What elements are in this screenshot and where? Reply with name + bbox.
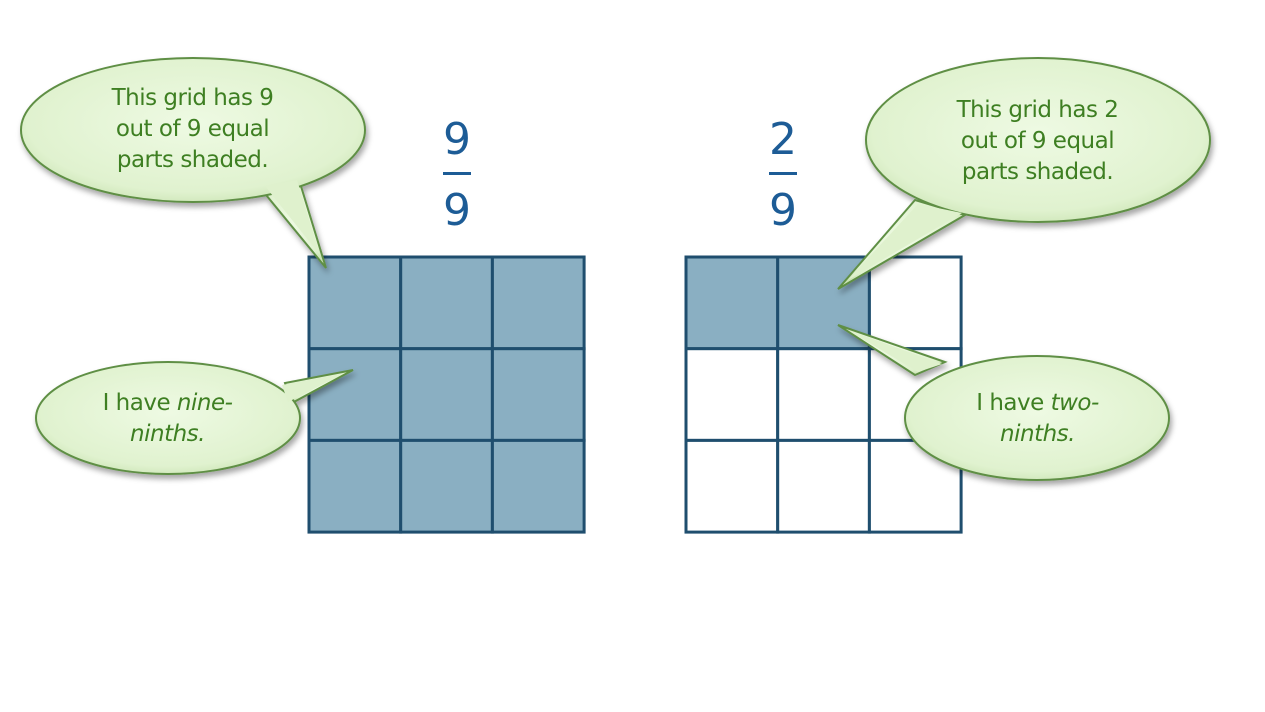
grid-cell-shaded: [399, 438, 494, 534]
grid-cell-shaded: [307, 347, 403, 442]
italic-text: ninths.: [1000, 421, 1075, 447]
speech-bubble-right-bottom: [837, 324, 1170, 481]
text-line: This grid has 9: [111, 85, 274, 111]
grid-cell-shaded: [490, 438, 586, 534]
italic-text: two-: [1050, 390, 1100, 416]
grid-cell-empty: [776, 347, 871, 442]
text-line: This grid has 2: [956, 97, 1119, 123]
grid-two-ninths: [684, 255, 963, 534]
fraction-right: 2 9: [753, 118, 813, 233]
grid-nine-ninths: [307, 255, 586, 534]
text: I have: [102, 390, 177, 416]
bubble-text-right-top: This grid has 2 out of 9 equal parts sha…: [905, 95, 1170, 188]
grid-cell-shaded: [399, 255, 494, 351]
text-line: parts shaded.: [116, 147, 269, 173]
denominator: 9: [769, 185, 797, 236]
text-line: out of 9 equal: [960, 128, 1115, 154]
grid-cell-empty: [867, 438, 963, 534]
fraction-left: 9 9: [427, 118, 487, 233]
fraction-bar: [769, 172, 797, 175]
grid-cell-shaded: [490, 347, 586, 442]
grid-cell-shaded: [490, 255, 586, 351]
speech-bubble-right-top: [837, 57, 1211, 290]
denominator: 9: [443, 185, 471, 236]
grid-cell-shaded: [307, 438, 403, 534]
speech-bubble-left-bottom: [35, 361, 354, 475]
grid-cell-shaded: [684, 255, 780, 351]
grid-cell-shaded: [307, 255, 403, 351]
numerator: 2: [769, 114, 797, 165]
grid-cell-empty: [776, 438, 871, 534]
fraction-bar: [443, 172, 471, 175]
text-line: out of 9 equal: [115, 116, 270, 142]
bubble-text-right-bottom: I have two- ninths.: [930, 388, 1145, 450]
grid-cell-empty: [684, 438, 780, 534]
text-line: parts shaded.: [961, 159, 1114, 185]
text: I have: [976, 390, 1051, 416]
numerator: 9: [443, 114, 471, 165]
italic-text: nine-: [176, 390, 233, 416]
bubble-text-left-bottom: I have nine- ninths.: [60, 388, 275, 450]
bubble-text-left-top: This grid has 9 out of 9 equal parts sha…: [60, 83, 325, 176]
grid-cell-shaded: [399, 347, 494, 442]
grid-cell-empty: [867, 255, 963, 351]
italic-text: ninths.: [130, 421, 205, 447]
speech-bubble-left-top: [20, 57, 366, 269]
grid-cell-empty: [684, 347, 780, 442]
